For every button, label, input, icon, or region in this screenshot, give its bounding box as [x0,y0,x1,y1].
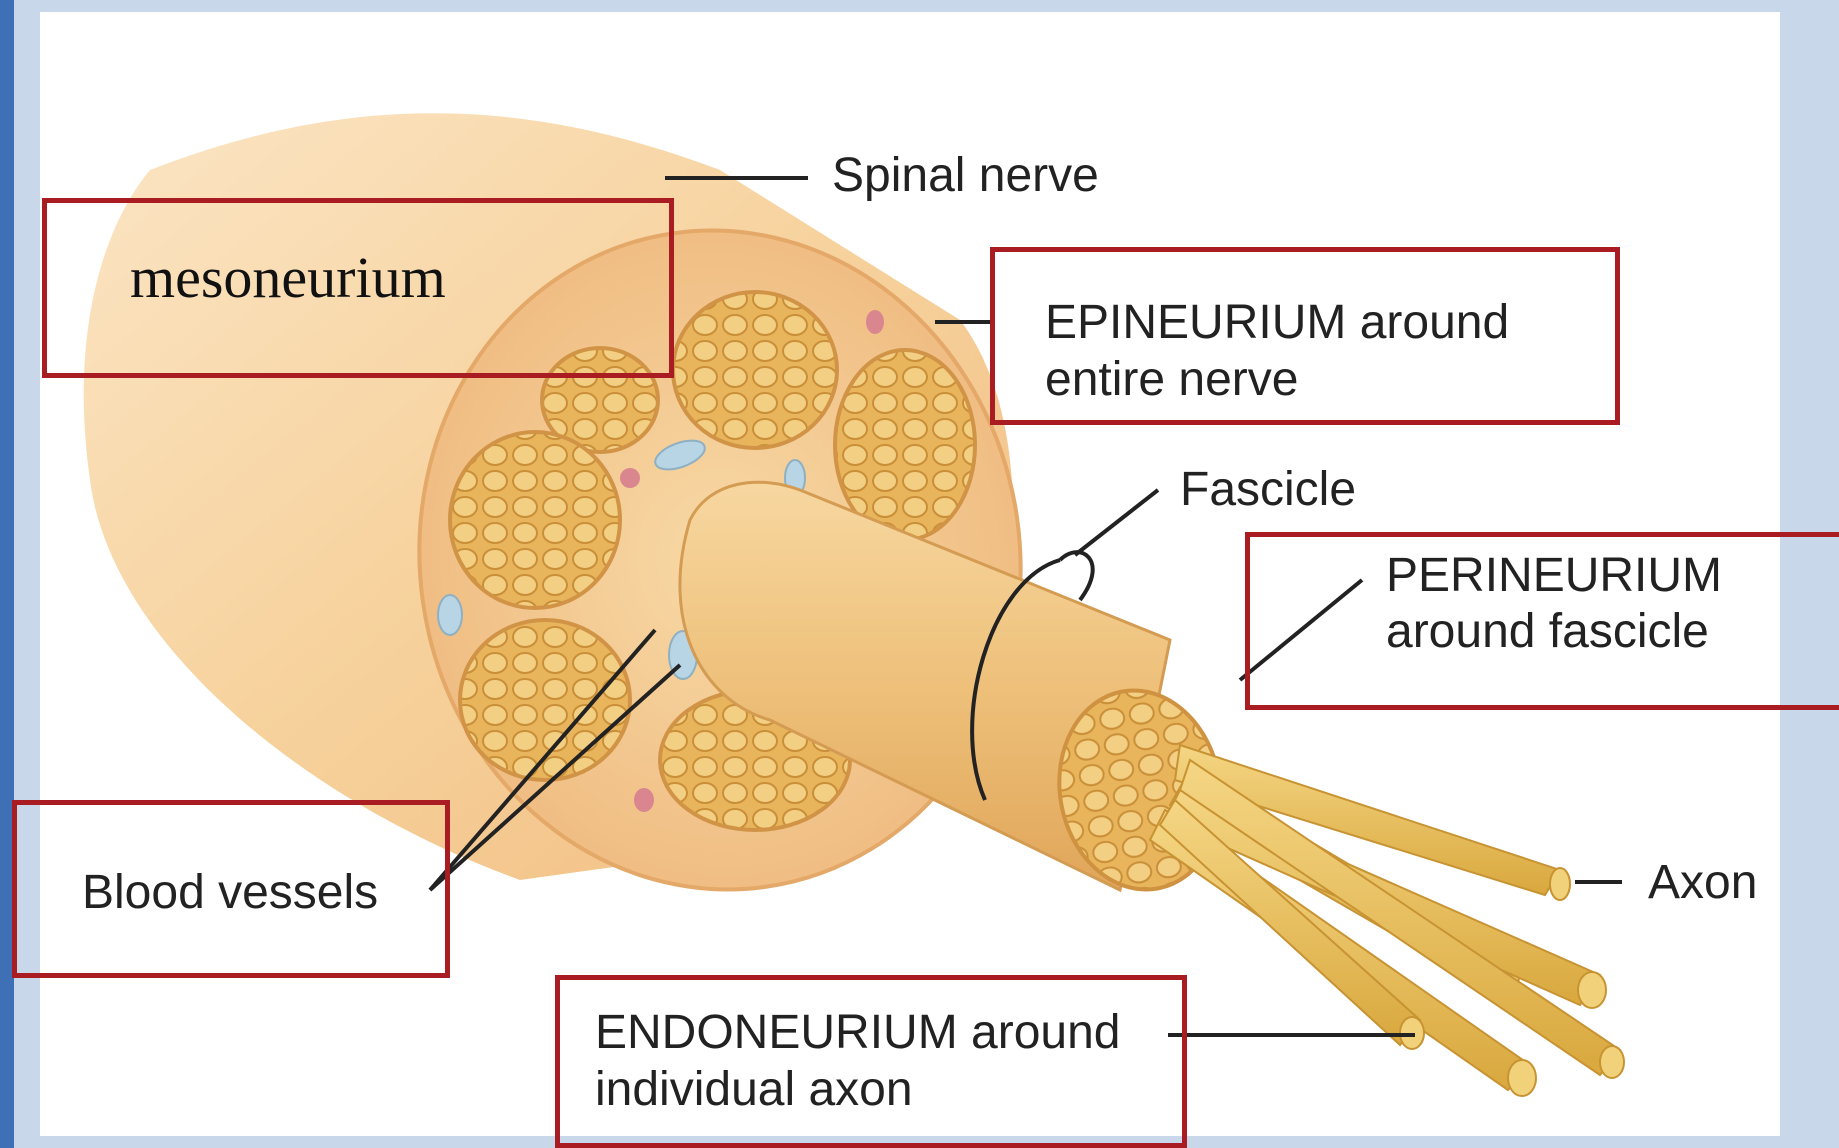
axon-label: Axon [1648,855,1757,911]
perineurium-label-line2: around fascicle [1386,604,1709,660]
epineurium-label-line1: EPINEURIUM around [1045,295,1509,351]
endoneurium-label-line2: individual axon [595,1062,913,1118]
endoneurium-label-line1: ENDONEURIUM around [595,1005,1120,1061]
blood-vessels-label: Blood vessels [82,865,378,921]
epineurium-label-line2: entire nerve [1045,352,1298,408]
fascicle-label: Fascicle [1180,462,1356,518]
spinal-nerve-label: Spinal nerve [832,148,1099,204]
perineurium-label-line1: PERINEURIUM [1386,548,1722,604]
mesoneurium-label: mesoneurium [130,250,446,306]
